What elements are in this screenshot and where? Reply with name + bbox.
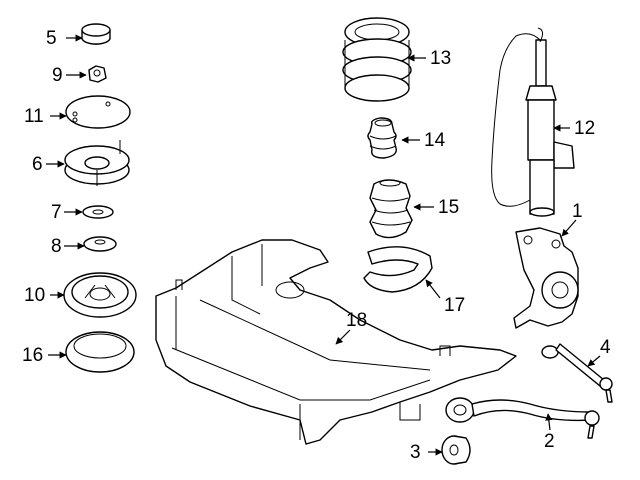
leader-18 xyxy=(335,329,351,345)
part-15-dust-boot xyxy=(369,179,413,239)
part-12-strut-assembly xyxy=(491,27,575,217)
callout-4: 4 xyxy=(600,337,611,358)
part-2-control-arm xyxy=(445,397,600,439)
callout-11: 11 xyxy=(24,106,44,127)
callout-5: 5 xyxy=(46,28,57,49)
callout-18: 18 xyxy=(346,310,368,331)
callout-14: 14 xyxy=(424,130,446,151)
leader-2 xyxy=(545,413,553,431)
callout-8: 8 xyxy=(51,236,62,257)
part-16-isolator xyxy=(65,331,135,373)
leader-4 xyxy=(587,355,601,367)
part-9-nut xyxy=(88,65,107,83)
callout-9: 9 xyxy=(52,65,63,86)
callout-1: 1 xyxy=(572,201,583,222)
callout-16: 16 xyxy=(22,345,44,366)
part-5-cap xyxy=(81,23,111,45)
part-10-spring-seat xyxy=(63,272,137,318)
callout-7: 7 xyxy=(51,202,62,223)
part-13-coil-spring xyxy=(342,17,412,102)
part-4-control-arm xyxy=(541,343,613,403)
leader-17 xyxy=(425,279,441,299)
part-6-strut-mount xyxy=(64,140,130,186)
callout-15: 15 xyxy=(438,197,460,218)
callout-3: 3 xyxy=(410,442,421,463)
part-14-bump-stop xyxy=(367,117,397,159)
callout-17: 17 xyxy=(444,295,466,316)
callout-10: 10 xyxy=(24,285,46,306)
part-17-spring-pad xyxy=(363,246,433,293)
callout-13: 13 xyxy=(430,48,452,69)
part-11-plate xyxy=(65,95,131,129)
callout-6: 6 xyxy=(32,154,43,175)
leader-1 xyxy=(561,219,577,237)
part-3-bushing xyxy=(441,435,471,465)
part-1-steering-knuckle xyxy=(513,227,579,329)
part-7-washer xyxy=(82,205,114,219)
part-8-bushing xyxy=(83,236,117,252)
callout-2: 2 xyxy=(544,431,555,452)
callout-12: 12 xyxy=(574,118,596,139)
